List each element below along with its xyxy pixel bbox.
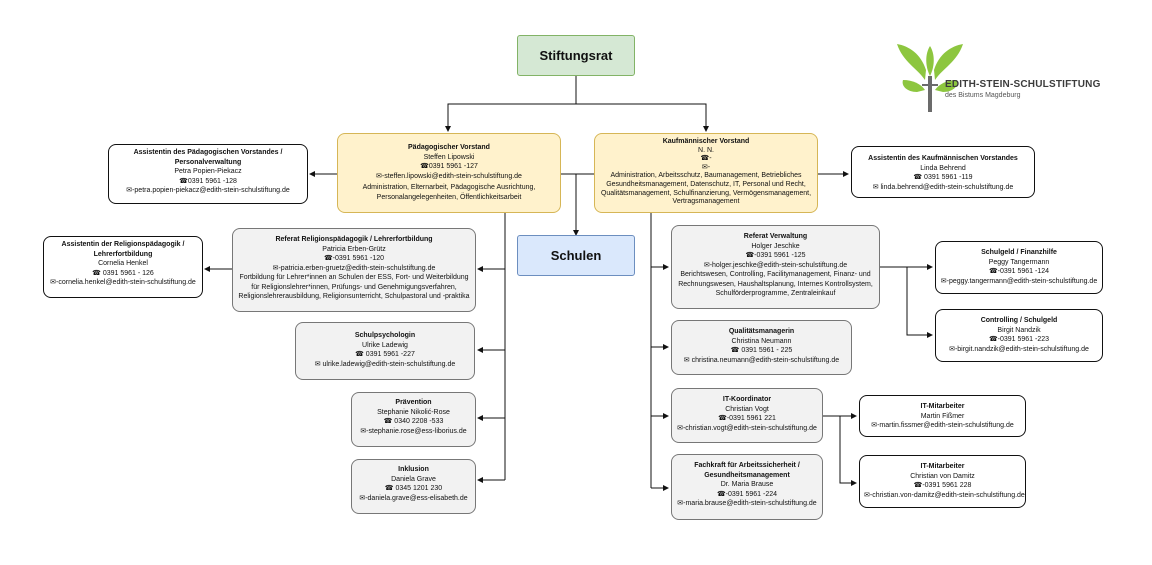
kauf-vorstand-name: N. N. [698,146,714,154]
it1-box: IT-Mitarbeiter Martin Fißmer ✉-martin.fi… [859,395,1026,437]
ref-rel-box: Referat Religionspädagogik / Lehrerfortb… [232,228,476,312]
psych-title: Schulpsychologin [354,332,416,339]
qual-mail: ✉ christina.neumann@edith-stein-schulsti… [683,356,840,364]
logo-icon [897,44,963,112]
itk-phone: ☎-0391 5961 221 [718,415,776,422]
ctrl-phone: ☎-0391 5961 -223 [988,336,1050,343]
inkl-phone: ☎ 0345 1201 230 [384,485,443,492]
ref-verw-box: Referat Verwaltung Holger Jeschke ☎-0391… [671,225,880,309]
schulen-title: Schulen [550,248,602,263]
paed-vorstand-desc: Administration, Elternarbeit, Pädagogisc… [362,184,536,201]
qual-name: Christina Neumann [731,337,792,345]
inkl-box: Inklusion Daniela Grave ☎ 0345 1201 230 … [351,459,476,514]
ass-rel-name: Cornelia Henkel [98,260,148,267]
kauf-vorstand-title: Kaufmännischer Vorstand [662,138,750,145]
ref-rel-mail: ✉-patricia.erben-gruetz@edith-stein-schu… [272,264,436,272]
paed-vorstand-mail: ✉-steffen.lipowski@edith-stein-schulstif… [376,172,522,180]
it2-phone: ☎-0391 5961 228 [913,482,972,489]
ass-kauf-name: Linda Behrend [920,164,966,172]
geld-phone: ☎-0391 5961 -124 [988,268,1050,275]
ref-verw-title: Referat Verwaltung [743,233,808,240]
ass-paed-name: Petra Popien-Piekacz [174,168,242,175]
paed-vorstand-name: Steffen Lipowski [423,153,475,161]
praev-mail: ✉-stephanie.rose@ess-liborius.de [360,427,467,435]
arb-title: Fachkraft für Arbeitssicherheit / Gesund… [694,462,800,479]
logo-title: EDITH-STEIN-SCHULSTIFTUNG [945,79,1101,90]
schulen-box: Schulen [517,235,635,276]
ass-rel-phone: ☎ 0391 5961 - 126 [92,269,154,277]
psych-name: Ulrike Ladewig [362,341,408,349]
ctrl-mail: ✉-birgit.nandzik@edith-stein-schulstiftu… [949,345,1089,353]
it1-title: IT-Mitarbeiter [920,403,965,410]
ref-verw-desc: Berichtswesen, Controlling, Facilitymana… [678,271,873,297]
itk-name: Christian Vogt [725,405,769,413]
ctrl-name: Birgit Nandzik [997,326,1041,334]
kauf-vorstand-desc: Administration, Arbeitsschutz, Baumanage… [600,172,812,206]
it2-mail: ✉-christian.von-damitz@edith-stein-schul… [864,491,1025,499]
geld-box: Schulgeld / Finanzhilfe Peggy Tangermann… [935,241,1103,294]
psych-mail: ✉ ulrike.ladewig@edith-stein-schulstiftu… [314,360,456,368]
geld-name: Peggy Tangermann [988,258,1050,266]
inkl-mail: ✉-daniela.grave@ess-elisabeth.de [359,494,468,502]
qual-phone: ☎ 0391 5961 - 225 [730,347,793,354]
ass-kauf-mail: ✉ linda.behrend@edith-stein-schulstiftun… [872,183,1014,191]
ass-paed-phone: ☎0391 5961 -128 [179,177,237,185]
ref-verw-phone: ☎-0391 5961 -125 [745,252,806,259]
ctrl-title: Controlling / Schulgeld [980,317,1058,324]
itk-mail: ✉-christian.vogt@edith-stein-schulstiftu… [677,424,817,432]
it2-name: Christian von Damitz [910,472,975,480]
ref-verw-name: Holger Jeschke [751,242,800,250]
arb-box: Fachkraft für Arbeitssicherheit / Gesund… [671,454,823,520]
psych-phone: ☎ 0391 5961 -227 [355,351,415,358]
ass-paed-box: Assistentin des Pädagogischen Vorstandes… [108,144,308,204]
ass-kauf-title: Assistentin des Kaufmännischen Vorstande… [868,155,1018,162]
kauf-vorstand-box: Kaufmännischer Vorstand N. N. ☎- ✉- Admi… [594,133,818,213]
praev-box: Prävention Stephanie Nikolić-Rose ☎ 0340… [351,392,476,447]
ref-rel-desc: Fortbildung für Lehrer*innen an Schulen … [238,274,470,300]
praev-name: Stephanie Nikolić-Rose [377,408,450,416]
psych-box: Schulpsychologin Ulrike Ladewig ☎ 0391 5… [295,322,475,380]
ass-rel-mail: ✉-cornelia.henkel@edith-stein-schulstift… [50,279,196,286]
ass-kauf-box: Assistentin des Kaufmännischen Vorstande… [851,146,1035,198]
geld-mail: ✉-peggy.tangermann@edith-stein-schulstif… [940,277,1098,285]
paed-vorstand-title: Pädagogischer Vorstand [408,144,490,151]
logo-subtitle: des Bistums Magdeburg [945,92,1021,99]
it1-mail: ✉-martin.fissmer@edith-stein-schulstiftu… [871,422,1014,429]
arb-mail: ✉-maria.brause@edith-stein-schulstiftung… [677,500,817,507]
it2-title: IT-Mitarbeiter [920,463,965,470]
stiftungsrat-box: Stiftungsrat [517,35,635,76]
ref-rel-name: Patricia Erben-Grütz [322,245,386,253]
it2-box: IT-Mitarbeiter Christian von Damitz ☎-03… [859,455,1026,508]
ass-rel-box: Assistentin der Religionspädagogik / Leh… [43,236,203,298]
ass-kauf-phone: ☎ 0391 5961 -119 [913,174,973,181]
ref-rel-title: Referat Religionspädagogik / Lehrerfortb… [275,236,433,243]
ass-rel-title: Assistentin der Religionspädagogik / Leh… [61,241,185,258]
praev-phone: ☎ 0340 2208 -533 [383,418,444,425]
ref-verw-mail: ✉-holger.jeschke@edith-stein-schulstiftu… [703,261,848,269]
inkl-name: Daniela Grave [391,475,436,483]
qual-box: Qualitätsmanagerin Christina Neumann ☎ 0… [671,320,852,375]
kauf-vorstand-phone: ☎- [700,155,712,163]
ctrl-box: Controlling / Schulgeld Birgit Nandzik ☎… [935,309,1103,362]
it1-name: Martin Fißmer [920,412,965,420]
praev-title: Prävention [395,399,432,406]
paed-vorstand-box: Pädagogischer Vorstand Steffen Lipowski … [337,133,561,213]
ass-paed-title: Assistentin des Pädagogischen Vorstandes… [133,149,283,166]
itk-title: IT-Koordinator [722,396,772,403]
stiftungsrat-title: Stiftungsrat [539,48,613,63]
arb-name: Dr. Maria Brause [720,481,774,488]
arb-phone: ☎-0391 5961 -224 [716,490,778,498]
qual-title: Qualitätsmanagerin [728,328,795,335]
paed-vorstand-phone: ☎0391 5961 -127 [420,163,478,170]
itk-box: IT-Koordinator Christian Vogt ☎-0391 596… [671,388,823,443]
ref-rel-phone: ☎-0391 5961 -120 [323,255,385,262]
geld-title: Schulgeld / Finanzhilfe [981,249,1057,256]
kauf-vorstand-mail: ✉- [701,163,711,171]
inkl-title: Inklusion [398,466,429,473]
ass-paed-mail: ✉-petra.popien-piekacz@edith-stein-schul… [126,187,290,194]
